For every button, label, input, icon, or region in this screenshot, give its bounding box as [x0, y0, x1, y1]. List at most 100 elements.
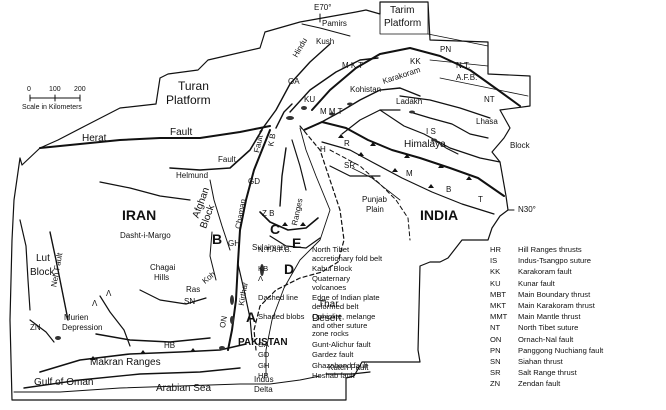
coastline: [13, 375, 321, 393]
label-t: T: [478, 195, 483, 204]
legend-value: Kabul Block: [312, 264, 353, 273]
legend-key: ON: [490, 334, 502, 344]
label-nt: NT: [484, 95, 495, 104]
legend-value: Ophiolite, melange and other suture zone…: [312, 312, 376, 339]
label-helmund: Helmund: [176, 171, 209, 180]
legend-key: Λ: [258, 274, 264, 284]
label-b: B: [446, 185, 452, 194]
himalaya-mbt: [321, 141, 495, 215]
karakoram-fault: [311, 47, 521, 111]
legend-value: Ghazaband fault: [312, 360, 368, 370]
legend-key: Dashed line: [258, 293, 299, 303]
label-turan: Turan: [178, 79, 209, 93]
legend-key: MKT: [490, 301, 507, 310]
label-herat-fault: Fault: [170, 127, 193, 138]
legend-value: Hill Ranges thrusts: [518, 245, 582, 254]
label-zn: ZN: [30, 323, 41, 332]
label-kutch-fault: Kutch Fault: [328, 363, 369, 372]
map-boundary: [9, 1, 531, 401]
legend-value: Siahan thrust: [518, 357, 563, 366]
legend-key: GD: [258, 350, 270, 360]
label-chagai: Chagai: [150, 263, 176, 272]
legend-value: Zendan fault: [518, 379, 561, 389]
label-d: D: [284, 261, 295, 277]
herat-fault: [39, 125, 271, 149]
legend-value: Main Karakoram thrust: [518, 301, 595, 310]
label-tarim: Tarim: [390, 5, 415, 16]
volcano-icon: Λ: [106, 289, 112, 298]
legend-key: SN: [490, 357, 501, 366]
legend-value: North Tibet suture: [518, 323, 579, 333]
legend-value: Salt Range thrust: [518, 368, 577, 378]
label-mkt: M K T: [342, 61, 364, 70]
label-hr-h: H: [320, 145, 326, 154]
kutch-fault: [325, 371, 371, 375]
label-thar: Thar: [318, 299, 339, 310]
sulaiman-range: [259, 211, 319, 231]
legend-value: North Tibet accretionary fold belt: [312, 245, 383, 263]
legend-key: NT: [490, 323, 501, 333]
legend-key: PN: [490, 345, 501, 355]
legend-value: Indus-Tsangpo suture: [518, 256, 592, 266]
legend-key: KK: [490, 267, 501, 277]
label-ga: GA: [288, 77, 300, 86]
label-c: C: [270, 221, 281, 237]
label-tarim-platform: Platform: [384, 18, 422, 29]
label-gd: GD: [248, 177, 260, 186]
legend-value: Gardez fault: [312, 350, 354, 360]
label-indus: Indus: [254, 375, 274, 384]
legend-value: Edge of Indian plate deformed belt: [312, 293, 380, 311]
legend-value: Ornach-Nal fault: [518, 334, 574, 344]
legend-key: ZN: [490, 379, 501, 389]
label-murien: Murien: [64, 313, 89, 322]
label-kk: KK: [410, 57, 421, 66]
label-hr-r: R: [344, 139, 350, 148]
label-hb: HB: [164, 341, 176, 350]
legend-value: Main Mantle thrust: [518, 312, 581, 322]
label-ntafb-2: A.F.B.: [456, 73, 478, 82]
indian-plate-edge: [253, 125, 345, 351]
helmund-fault: [169, 129, 263, 171]
legend-value: Kunar fault: [518, 278, 555, 288]
label-herat: Herat: [82, 133, 107, 144]
legend-key: HR: [490, 245, 501, 254]
scale-0: 0: [27, 86, 31, 93]
legend-key: MMT: [490, 312, 508, 322]
label-kush: Kush: [316, 37, 335, 46]
label-punjab: Punjab: [362, 195, 387, 204]
label-gh: GH: [228, 239, 240, 248]
label-lhasa: Lhasa: [476, 117, 498, 126]
label-indus-delta: Delta: [254, 385, 273, 394]
label-e: E: [292, 235, 302, 251]
legend-value: Quaternary volcanoes: [312, 274, 350, 292]
legend-value: Gunt-Alichur fault: [312, 340, 371, 349]
label-pamirs: Pamirs: [322, 19, 347, 28]
mkt-line: [289, 57, 379, 113]
label-kohistan: Kohistan: [350, 85, 382, 94]
scale-bar: [29, 94, 81, 102]
label-mmt: M M T: [320, 107, 343, 116]
neh-fault: [49, 231, 69, 321]
label-punjab-plain: Plain: [366, 205, 384, 214]
label-helmund-fault: Fault: [218, 155, 236, 164]
label-ntafb-1: N.T.: [456, 61, 471, 70]
label-turan-platform: Platform: [166, 93, 211, 107]
legend-value: Main Boundary thrust: [518, 289, 591, 299]
legend-key: MBT: [490, 289, 507, 299]
label-b-block: B: [212, 231, 223, 247]
label-thar-desert: Desert: [312, 313, 342, 324]
label-gulf-of-oman: Gulf of Oman: [34, 377, 94, 388]
indus-river: [265, 127, 331, 377]
legend-key: HB: [258, 371, 269, 381]
label-m: M: [406, 169, 413, 178]
label-sr: SR: [344, 161, 356, 170]
legend-key: IS: [490, 256, 498, 266]
label-chagai-hills: Hills: [154, 273, 170, 282]
scale-200: 200: [74, 86, 86, 93]
legend-left: N.T.A.F.B.North Tibet accretionary fold …: [258, 245, 418, 396]
label-lut-block: Block: [30, 267, 55, 278]
label-murien-depression: Depression: [62, 323, 103, 332]
